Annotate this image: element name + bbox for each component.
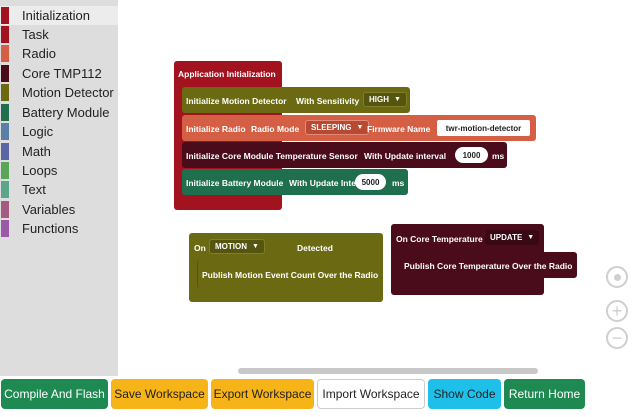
radio-mode-dropdown[interactable]: SLEEPING ▼ <box>305 120 370 135</box>
blockly-workspace[interactable]: Application Initialization Initialize Mo… <box>118 0 640 376</box>
show-code-button[interactable]: Show Code <box>428 379 501 409</box>
category-label: Logic <box>22 124 54 139</box>
block-label: Initialize Battery Module <box>186 178 284 188</box>
init-block-notch-fill <box>174 82 182 192</box>
plus-glyph: + <box>611 301 623 321</box>
category-label: Loops <box>22 163 58 178</box>
category-color-swatch <box>1 7 9 24</box>
category-battery-module[interactable]: Battery Module <box>0 103 118 122</box>
block-label-with: With Update interval <box>364 151 447 161</box>
category-color-swatch <box>1 104 9 121</box>
block-label-with: With Update Interval <box>289 178 372 188</box>
dropdown-value: UPDATE <box>490 233 523 242</box>
init-battery-module-block[interactable]: Initialize Battery Module With Update In… <box>182 169 408 195</box>
category-color-swatch <box>1 45 9 62</box>
core-interval-input[interactable]: 1000 <box>455 147 488 163</box>
category-logic[interactable]: Logic <box>0 122 118 141</box>
category-variables[interactable]: Variables <box>0 200 118 219</box>
block-label: Initialize Core Module Temperature Senso… <box>186 151 358 161</box>
core-temperature-body-slot: Publish Core Temperature Over the Radio <box>399 252 577 278</box>
block-body-text: Publish Motion Event Count Over the Radi… <box>202 270 379 280</box>
init-radio-block[interactable]: Initialize Radio Radio Mode SLEEPING ▼ Fi… <box>182 115 536 141</box>
category-label: Functions <box>22 221 79 236</box>
export-workspace-button[interactable]: Export Workspace <box>211 379 314 409</box>
category-label: Math <box>22 144 51 159</box>
horizontal-scrollbar[interactable] <box>238 368 538 374</box>
category-label: Radio <box>22 46 56 61</box>
motion-event-body-slot: Publish Motion Event Count Over the Radi… <box>197 260 383 288</box>
block-unit: ms <box>492 151 505 161</box>
category-radio[interactable]: Radio <box>0 44 118 63</box>
category-text[interactable]: Text <box>0 180 118 199</box>
toolbox-sidebar: Initialization Task Radio Core TMP112 Mo… <box>0 0 118 376</box>
category-color-swatch <box>1 26 9 43</box>
category-loops[interactable]: Loops <box>0 161 118 180</box>
category-task[interactable]: Task <box>0 25 118 44</box>
dropdown-arrow-icon: ▼ <box>527 234 535 241</box>
block-header: On Core Temperature <box>396 234 483 244</box>
block-label-with: With Sensitivity <box>296 96 360 106</box>
category-label: Variables <box>22 202 76 217</box>
dropdown-arrow-icon: ▼ <box>252 243 259 250</box>
category-math[interactable]: Math <box>0 142 118 161</box>
block-header: Application Initialization <box>178 69 276 79</box>
category-label: Text <box>22 182 46 197</box>
init-core-temperature-block[interactable]: Initialize Core Module Temperature Senso… <box>182 142 507 168</box>
block-unit: ms <box>392 178 405 188</box>
firmware-name-input[interactable]: twr-motion-detector <box>437 120 530 136</box>
block-body-text: Publish Core Temperature Over the Radio <box>404 261 573 271</box>
block-label: Initialize Motion Detector <box>186 96 287 106</box>
import-workspace-button[interactable]: Import Workspace <box>317 379 425 409</box>
zoom-in-icon[interactable]: + <box>606 300 628 322</box>
motion-event-dropdown[interactable]: MOTION ▼ <box>209 239 265 254</box>
block-label: Initialize Radio <box>186 124 246 134</box>
target-dot <box>613 273 621 281</box>
field-value: 5000 <box>361 177 380 187</box>
block-label-mode: Radio Mode <box>251 124 300 134</box>
category-color-swatch <box>1 65 9 82</box>
on-motion-detected-block[interactable]: On MOTION ▼ Detected Publish Motion Event… <box>189 233 383 302</box>
save-workspace-button[interactable]: Save Workspace <box>111 379 208 409</box>
block-label-on: On <box>194 243 206 253</box>
category-initialization[interactable]: Initialization <box>0 6 118 25</box>
category-color-swatch <box>1 123 9 140</box>
bottom-toolbar: Compile And Flash Save Workspace Export … <box>0 376 640 417</box>
init-motion-detector-block[interactable]: Initialize Motion Detector With Sensitiv… <box>182 87 410 113</box>
category-label: Motion Detector <box>22 85 114 100</box>
dropdown-arrow-icon: ▼ <box>356 124 364 131</box>
category-functions[interactable]: Functions <box>0 219 118 238</box>
compile-and-flash-button[interactable]: Compile And Flash <box>1 379 108 409</box>
field-value: 1000 <box>462 150 481 160</box>
category-color-swatch <box>1 220 9 237</box>
category-color-swatch <box>1 162 9 179</box>
category-label: Initialization <box>22 8 90 23</box>
battery-interval-input[interactable]: 5000 <box>355 174 386 190</box>
category-color-swatch <box>1 201 9 218</box>
category-label: Core TMP112 <box>22 66 102 81</box>
dropdown-value: MOTION <box>215 242 247 251</box>
dropdown-arrow-icon: ▼ <box>394 96 401 103</box>
category-core-tmp112[interactable]: Core TMP112 <box>0 64 118 83</box>
category-color-swatch <box>1 84 9 101</box>
field-value: twr-motion-detector <box>445 123 522 133</box>
category-motion-detector[interactable]: Motion Detector <box>0 83 118 102</box>
category-color-swatch <box>1 143 9 160</box>
dropdown-value: SLEEPING <box>311 123 352 132</box>
core-temperature-event-dropdown[interactable]: UPDATE ▼ <box>485 230 540 245</box>
dropdown-value: HIGH <box>369 95 389 104</box>
block-label-firmware: Firmware Name <box>367 124 431 134</box>
return-home-button[interactable]: Return Home <box>504 379 585 409</box>
block-label-detected: Detected <box>297 243 333 253</box>
category-label: Task <box>22 27 49 42</box>
zoom-out-icon[interactable]: − <box>606 327 628 349</box>
category-color-swatch <box>1 181 9 198</box>
zoom-reset-target-icon[interactable] <box>606 266 628 288</box>
sensitivity-dropdown[interactable]: HIGH ▼ <box>363 92 407 107</box>
minus-glyph: − <box>611 328 623 348</box>
category-label: Battery Module <box>22 105 110 120</box>
